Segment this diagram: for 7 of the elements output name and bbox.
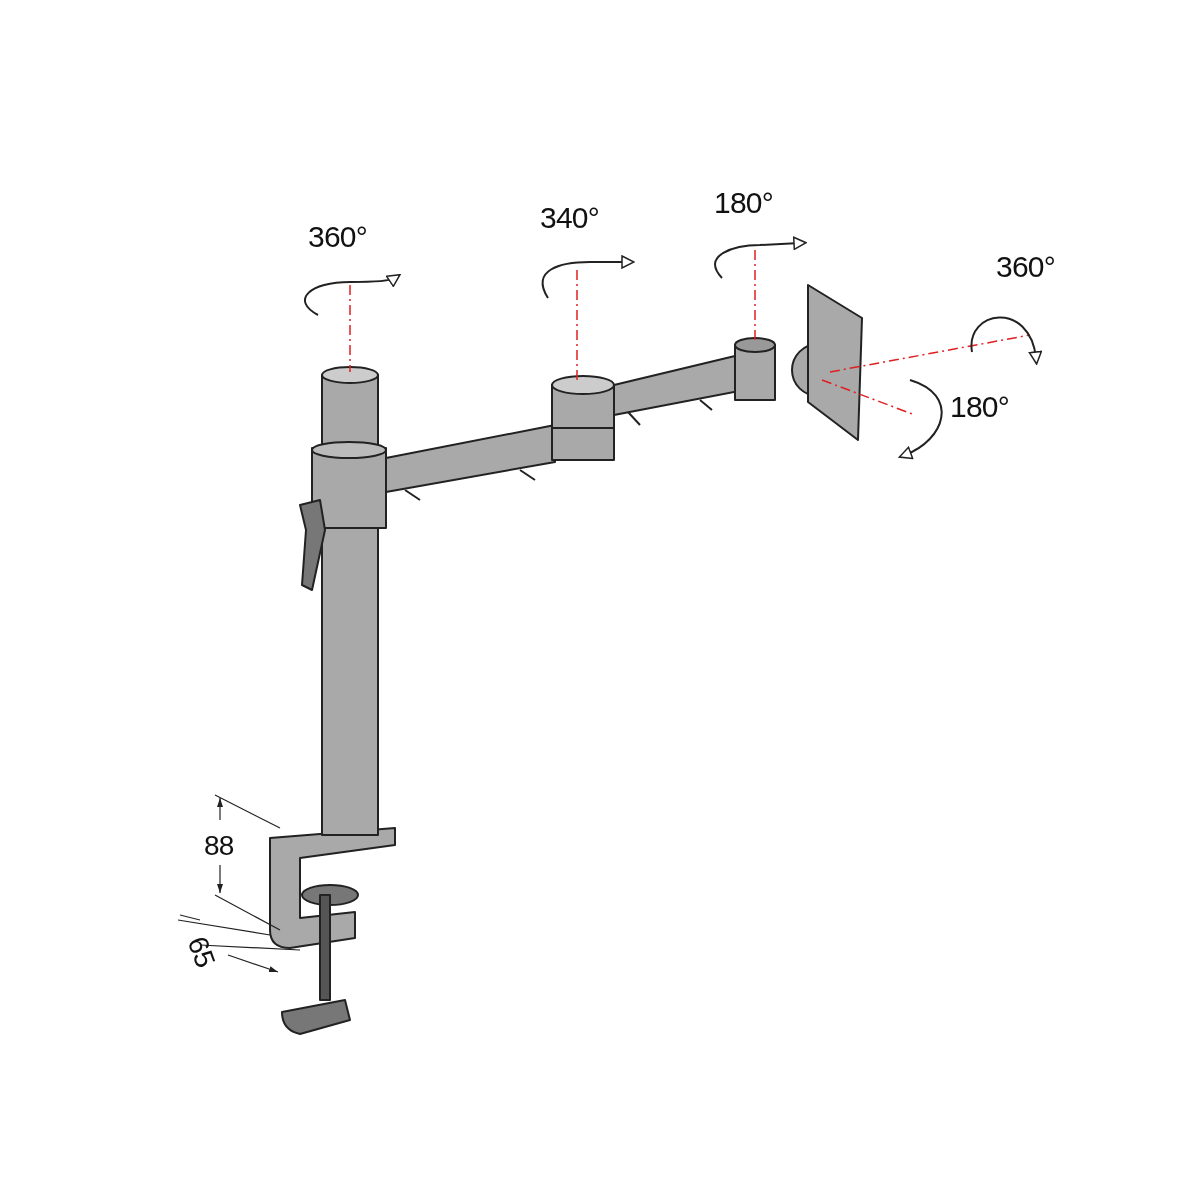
- rotation-angle-label: 360°: [308, 222, 368, 252]
- rotation-angle-label: 180°: [714, 188, 774, 218]
- rotation-angle-label: 360°: [996, 252, 1056, 282]
- dimension-label: 88: [204, 832, 234, 860]
- dimension-label: 65: [182, 933, 220, 971]
- rotation-angle-label: 180°: [950, 392, 1010, 422]
- rotation-angle-label: 340°: [540, 203, 600, 233]
